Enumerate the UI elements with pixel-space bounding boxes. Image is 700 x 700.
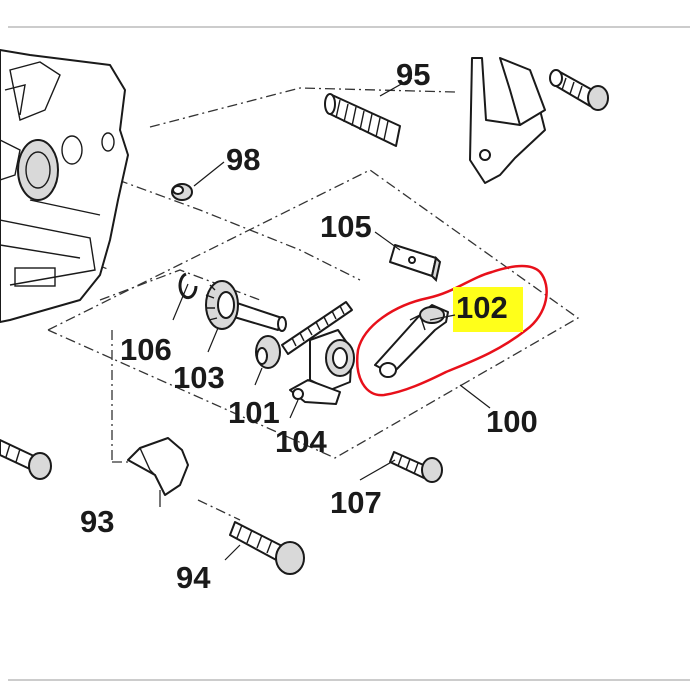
part-107-screw — [389, 451, 443, 483]
label-94: 94 — [176, 560, 211, 595]
label-98: 98 — [226, 142, 260, 177]
part-95-stud — [324, 93, 401, 147]
highlight-outline — [355, 264, 548, 397]
part-106-circlip — [178, 272, 198, 300]
leader-lines — [159, 77, 491, 561]
label-93: 93 — [80, 504, 114, 539]
label-105: 105 — [320, 209, 372, 244]
bracket-top-right — [469, 57, 546, 184]
part-103-gear — [205, 280, 287, 332]
part-105-plate — [389, 244, 442, 282]
part-102-lever — [374, 304, 449, 378]
part-101-worm-gear — [255, 335, 281, 369]
saw-housing — [0, 49, 129, 323]
label-103: 103 — [173, 360, 225, 395]
label-107: 107 — [330, 485, 382, 520]
label-102: 102 — [456, 290, 508, 325]
label-104: 104 — [275, 424, 327, 459]
adjuster-screw — [281, 301, 353, 355]
part-104-bracket — [289, 379, 341, 405]
highlight-box — [453, 287, 523, 332]
label-100: 100 — [486, 404, 538, 439]
label-95: 95 — [396, 57, 430, 92]
part-94-screw — [229, 521, 305, 575]
part-93-cover — [127, 437, 189, 496]
housing-screw-left — [0, 439, 52, 480]
part-98-spacer — [171, 183, 193, 201]
label-101: 101 — [228, 395, 280, 430]
part-100-housing — [309, 329, 355, 391]
part-95-screw — [549, 69, 609, 111]
label-106: 106 — [120, 332, 172, 367]
